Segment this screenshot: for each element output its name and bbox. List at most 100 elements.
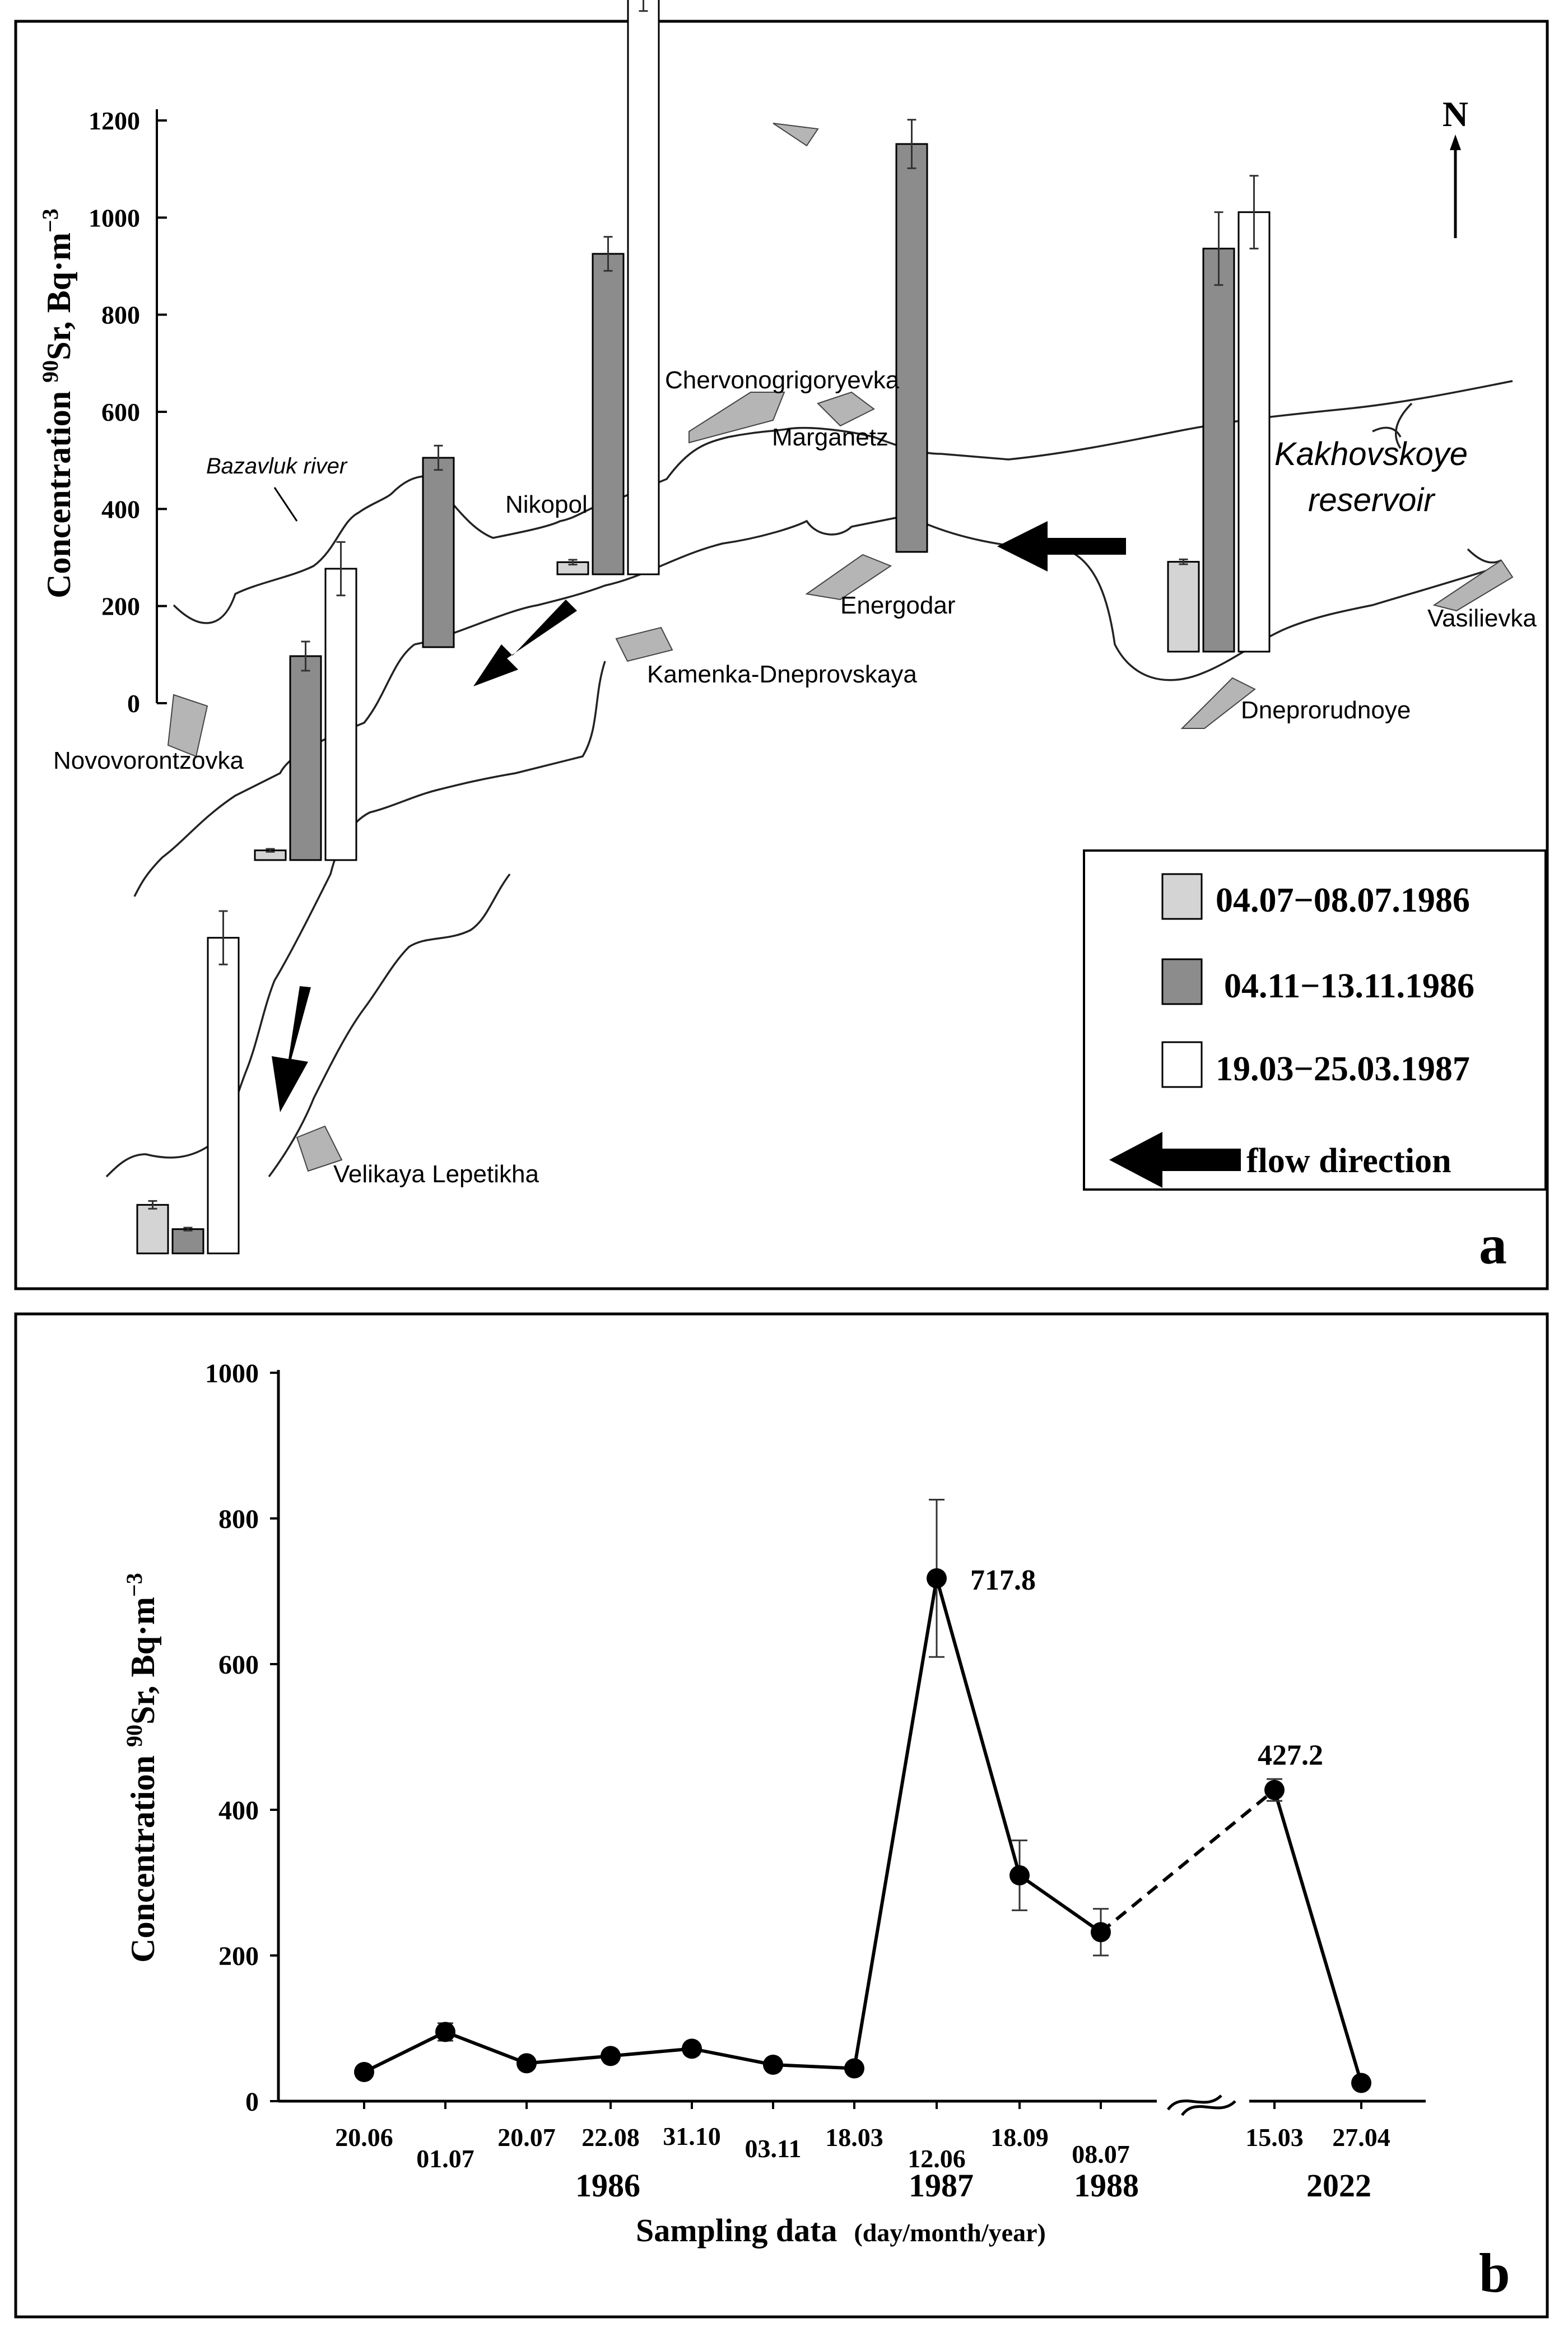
panel-a-y-axis-label: Concentration 90Sr, Bq·m−3 bbox=[38, 208, 77, 598]
panel-b-y-tick-label: 600 bbox=[218, 1650, 259, 1680]
panel-a-y-tick-label: 1200 bbox=[89, 106, 140, 135]
panel-b-x-tick-label: 20.06 bbox=[335, 2123, 393, 2152]
data-point-08.07 bbox=[1091, 1922, 1111, 1943]
bar-bazavluk-river-1 bbox=[422, 457, 455, 648]
legend-swatch-0 bbox=[1161, 873, 1203, 920]
north-label: N bbox=[1443, 94, 1468, 134]
place-marganetz: Marganetz bbox=[772, 424, 888, 451]
data-point-18.09 bbox=[1009, 1865, 1030, 1885]
place-dneprorudnoye: Dneprorudnoye bbox=[1241, 696, 1411, 724]
data-point-01.07 bbox=[435, 2022, 455, 2042]
panel-b-x-tick-label: 27.04 bbox=[1332, 2123, 1390, 2152]
data-point-18.03 bbox=[844, 2058, 864, 2079]
place-nikopol: Nikopol bbox=[505, 491, 588, 518]
bar-kakhovskoye-reservoir-0 bbox=[1167, 561, 1200, 653]
place-reservoir: reservoir bbox=[1308, 482, 1436, 518]
panel-b-y-tick-label: 200 bbox=[218, 1941, 259, 1971]
legend-flow-label: flow direction bbox=[1246, 1142, 1451, 1180]
bar-nikopol-1 bbox=[592, 253, 625, 575]
bar-energodar-1 bbox=[895, 143, 928, 553]
place-kamenka: Kamenka-Dneprovskaya bbox=[647, 661, 917, 688]
panel-b-y-tick-label: 400 bbox=[218, 1796, 259, 1825]
bar-velikaya-lepetikha-0 bbox=[136, 1204, 169, 1255]
panel-b-letter: b bbox=[1479, 2242, 1510, 2304]
panel-a-y-tick-label: 200 bbox=[101, 592, 140, 621]
legend-label-2: 19.03−25.03.1987 bbox=[1216, 1050, 1470, 1088]
panel-a-y-tick-label: 600 bbox=[101, 398, 140, 426]
flow-arrow-icon bbox=[997, 521, 1126, 572]
panel-b-x-tick-label: 12.06 bbox=[908, 2144, 966, 2173]
bar-nikopol-2 bbox=[627, 0, 660, 575]
bar-kakhovskoye-reservoir-1 bbox=[1202, 248, 1235, 653]
series-line-dashed bbox=[1100, 1789, 1276, 1934]
north-arrowhead-icon bbox=[1450, 134, 1461, 150]
series-line bbox=[1273, 1789, 1363, 2084]
flow-arrow-icon bbox=[473, 600, 577, 686]
panel-b-x-ticks: 20.06 01.07 20.07 22.08 31.10 03.11 18.03 12.06… bbox=[335, 2101, 1390, 2173]
panel-b-x-tick-label: 22.08 bbox=[581, 2123, 640, 2152]
data-point-12.06 bbox=[927, 1568, 947, 1588]
panel-b-y-tick-label: 1000 bbox=[205, 1359, 259, 1388]
flow-arrow-icon bbox=[272, 986, 311, 1112]
legend-flow-arrow-icon bbox=[1109, 1132, 1241, 1188]
panel-a-y-tick-label: 400 bbox=[101, 495, 140, 523]
data-point-03.11 bbox=[763, 2055, 783, 2075]
panel-b-y-tick-label: 0 bbox=[245, 2087, 259, 2117]
place-velikaya: Velikaya Lepetikha bbox=[333, 1160, 539, 1188]
panel-a-y-tick-label: 800 bbox=[101, 301, 140, 329]
legend-swatch-2 bbox=[1161, 1041, 1203, 1088]
bazavluk-pointer bbox=[273, 487, 298, 522]
panel-b-y-axis-label: Concentration 90Sr, Bq·m−3 bbox=[122, 1573, 161, 1963]
data-point-27.04 bbox=[1351, 2073, 1371, 2093]
panel-b-x-tick-label: 08.07 bbox=[1072, 2140, 1130, 2168]
place-vasilievka: Vasilievka bbox=[1427, 605, 1537, 632]
panel-a-y-tick-label: 0 bbox=[127, 689, 140, 718]
data-point-22.08 bbox=[601, 2046, 621, 2066]
panel-b-x-tick-label: 15.03 bbox=[1245, 2123, 1304, 2152]
axis-break-mark bbox=[1166, 2094, 1222, 2111]
panel-b-x-tick-label: 18.03 bbox=[825, 2123, 883, 2152]
place-kakhovskoye: Kakhovskoye bbox=[1274, 436, 1468, 472]
bar-kakhovskoye-reservoir-2 bbox=[1237, 211, 1271, 653]
data-label: 427.2 bbox=[1258, 1740, 1323, 1772]
data-point-20.07 bbox=[517, 2053, 537, 2074]
settlement-hatches bbox=[167, 123, 1514, 1172]
place-energodar: Energodar bbox=[840, 592, 955, 619]
panel-a-y-tick-label: 1000 bbox=[89, 203, 140, 232]
panel-b-frame bbox=[14, 1312, 1549, 2319]
year-label-1988: 1988 bbox=[1074, 2167, 1139, 2204]
legend-swatch-1 bbox=[1161, 958, 1203, 1005]
year-label-1987: 1987 bbox=[909, 2167, 974, 2204]
bar-novovorontzovka-2 bbox=[324, 568, 357, 861]
panel-b-y-tick-label: 800 bbox=[218, 1504, 259, 1534]
panel-b-x-tick-label: 01.07 bbox=[416, 2144, 474, 2173]
place-bazavluk: Bazavluk river bbox=[206, 454, 348, 479]
panel-b-x-tick-label: 31.10 bbox=[663, 2122, 721, 2150]
legend: 04.07−08.07.1986 04.11−13.11.1986 19.03−… bbox=[1083, 849, 1547, 1191]
bar-velikaya-lepetikha-2 bbox=[207, 937, 240, 1255]
axis-break-mark bbox=[1180, 2100, 1236, 2116]
bar-velikaya-lepetikha-1 bbox=[171, 1228, 204, 1255]
year-label-2022: 2022 bbox=[1306, 2167, 1371, 2204]
panel-b-series: 717.8 427.2 bbox=[354, 1498, 1371, 2093]
year-label-1986: 1986 bbox=[575, 2167, 640, 2204]
panel-a-frame bbox=[14, 20, 1549, 1290]
panel-a-y-axis: 0 200 400 600 800 1000 1200 bbox=[89, 106, 167, 718]
panel-a-bars bbox=[136, 0, 1271, 1255]
panel-b-x-axis-label: Sampling data(day/month/year) bbox=[636, 2212, 1046, 2249]
data-point-31.10 bbox=[682, 2038, 702, 2059]
data-point-20.06 bbox=[354, 2062, 374, 2082]
place-novovorontzovka: Novovorontzovka bbox=[53, 747, 244, 774]
bar-novovorontzovka-1 bbox=[289, 655, 322, 861]
series-line bbox=[363, 1578, 1102, 2074]
legend-label-0: 04.07−08.07.1986 bbox=[1216, 881, 1470, 919]
data-label: 717.8 bbox=[970, 1564, 1036, 1596]
panel-a-letter: a bbox=[1479, 1214, 1507, 1276]
panel-b-x-tick-label: 20.07 bbox=[497, 2123, 556, 2152]
place-chervonogrigoryevka: Chervonogrigoryevka bbox=[665, 366, 900, 394]
panel-b-x-tick-label: 18.09 bbox=[990, 2123, 1049, 2152]
panel-b-axes: 0 200 400 600 800 1000 bbox=[205, 1359, 1426, 2117]
data-point-15.03 bbox=[1264, 1780, 1285, 1800]
legend-label-1: 04.11−13.11.1986 bbox=[1224, 967, 1474, 1005]
panel-b-x-tick-label: 03.11 bbox=[745, 2134, 802, 2163]
